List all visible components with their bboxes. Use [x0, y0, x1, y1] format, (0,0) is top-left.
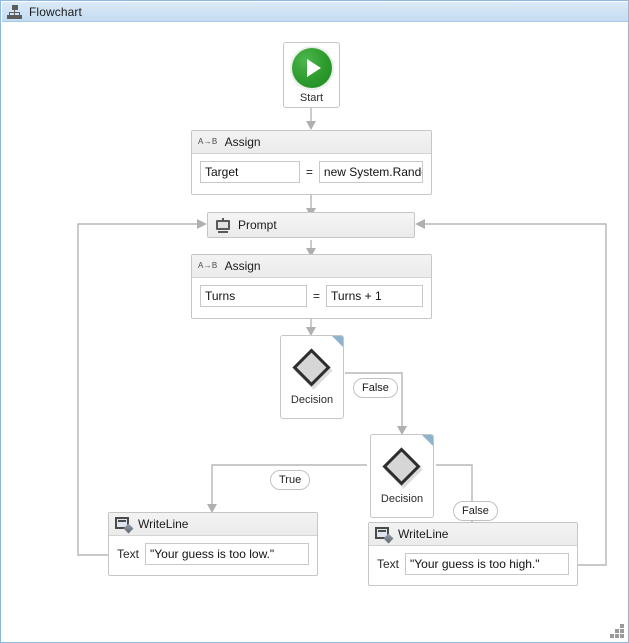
writeline-low-header: WriteLine: [109, 513, 317, 536]
console-icon: [115, 517, 134, 534]
writeline-low-title: WriteLine: [138, 517, 189, 531]
designer-title: Flowchart: [29, 4, 82, 19]
label-decision-one-false: False: [353, 378, 398, 398]
assign-target-value-field[interactable]: new System.Randor: [318, 161, 423, 183]
connector-writeline-high-loopback: [424, 223, 607, 566]
writeline-high-text-field[interactable]: "Your guess is too high.": [405, 553, 569, 575]
assign-turns-header: A→B Assign: [192, 255, 431, 278]
assign-turns-title: Assign: [224, 259, 261, 273]
node-writeline-low[interactable]: WriteLine Text "Your guess is too low.": [108, 512, 318, 576]
arrowhead-assign-turns-to-decision-one: [306, 327, 316, 336]
arrowhead-writeline-high-loopback: [415, 219, 425, 229]
assign-icon: A→B: [198, 137, 218, 146]
assign-turns-value-field[interactable]: Turns + 1: [326, 285, 423, 307]
connector-decision-two-false: [436, 464, 473, 515]
writeline-low-text-field[interactable]: "Your guess is too low.": [145, 543, 309, 565]
monitor-icon: [215, 217, 231, 233]
node-start[interactable]: Start: [283, 42, 340, 108]
assign-target-header: A→B Assign: [192, 131, 431, 154]
connector-decision-one-false: [345, 372, 403, 427]
prompt-label: Prompt: [238, 218, 277, 232]
decision-corner-marker: [422, 435, 433, 446]
start-label: Start: [299, 92, 324, 104]
assign-turns-body: Turns = Turns + 1: [192, 278, 431, 315]
label-decision-two-false: False: [453, 501, 498, 521]
diamond-icon: [290, 346, 334, 390]
resize-grip[interactable]: [610, 624, 625, 639]
connector-decision-two-true: [211, 464, 367, 505]
writeline-high-header: WriteLine: [369, 523, 577, 546]
arrowhead-prompt-to-assign-turns: [306, 248, 316, 257]
assign-target-to-field[interactable]: Target: [200, 161, 300, 183]
arrowhead-start-to-assign: [306, 121, 316, 130]
connector-writeline-low-loopback: [77, 223, 198, 556]
diamond-icon: [380, 445, 424, 489]
assign-target-body: Target = new System.Randor: [192, 154, 431, 191]
arrowhead-writeline-low-loopback: [197, 219, 207, 229]
arrowhead-decision-two-true: [207, 504, 217, 513]
flowchart-icon: [7, 4, 22, 19]
writeline-low-field-label: Text: [117, 547, 140, 561]
label-decision-two-true: True: [270, 470, 311, 490]
arrowhead-decision-one-false: [397, 426, 407, 435]
node-decision-two[interactable]: Decision: [370, 434, 434, 518]
writeline-high-body: Text "Your guess is too high.": [369, 546, 577, 583]
play-icon: [291, 48, 332, 88]
assign-turns-operator: =: [313, 289, 321, 303]
console-icon: [375, 527, 394, 544]
node-assign-turns[interactable]: A→B Assign Turns = Turns + 1: [191, 254, 432, 319]
writeline-high-title: WriteLine: [398, 527, 449, 541]
decision-corner-marker: [332, 336, 343, 347]
node-assign-target[interactable]: A→B Assign Target = new System.Randor: [191, 130, 432, 195]
decision-one-label: Decision: [290, 394, 334, 406]
designer-titlebar: Flowchart: [2, 2, 628, 22]
node-decision-one[interactable]: Decision: [280, 335, 344, 419]
assign-icon: A→B: [198, 261, 218, 270]
node-writeline-high[interactable]: WriteLine Text "Your guess is too high.": [368, 522, 578, 586]
writeline-low-body: Text "Your guess is too low.": [109, 536, 317, 573]
assign-turns-to-field[interactable]: Turns: [200, 285, 308, 307]
writeline-high-field-label: Text: [377, 557, 400, 571]
assign-target-operator: =: [305, 165, 313, 179]
assign-target-title: Assign: [224, 135, 261, 149]
decision-two-label: Decision: [380, 493, 424, 505]
flowchart-canvas[interactable]: Start A→B Assign Target = new System.Ran…: [2, 22, 628, 642]
node-prompt[interactable]: Prompt: [207, 212, 415, 238]
